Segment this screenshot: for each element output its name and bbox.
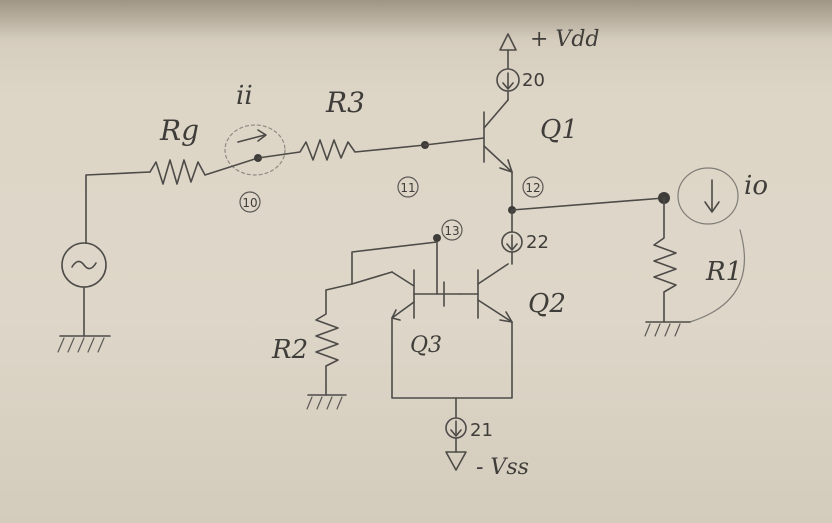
label-vdd: + Vdd bbox=[530, 27, 599, 52]
transistor-q1 bbox=[424, 99, 513, 173]
current-source-21 bbox=[445, 417, 467, 453]
label-ii: ii bbox=[236, 81, 253, 111]
node-12-marker: 12 bbox=[522, 176, 544, 198]
resistor-r3 bbox=[257, 139, 426, 161]
label-source-22: 22 bbox=[526, 232, 549, 253]
ground-symbol-source bbox=[57, 335, 111, 353]
label-r3: R3 bbox=[325, 86, 365, 119]
node-10-marker: 10 bbox=[239, 191, 261, 213]
signal-source bbox=[61, 171, 151, 337]
label-vss: - Vss bbox=[476, 455, 529, 480]
label-q3: Q3 bbox=[410, 333, 442, 358]
current-source-20 bbox=[496, 68, 520, 101]
wire-output bbox=[511, 197, 665, 211]
node-11-label: 11 bbox=[400, 181, 415, 195]
label-source-20: 20 bbox=[522, 70, 545, 91]
resistor-r2 bbox=[315, 271, 393, 396]
input-current-arrow bbox=[224, 124, 286, 176]
label-rg: Rg bbox=[159, 114, 199, 147]
vdd-supply bbox=[499, 33, 517, 69]
label-io: io bbox=[744, 171, 768, 201]
current-source-22 bbox=[501, 209, 523, 265]
node-13-label: 13 bbox=[444, 224, 459, 238]
transistor-q2 bbox=[459, 263, 513, 323]
node-13-dot bbox=[433, 234, 441, 242]
label-r1: R1 bbox=[705, 257, 742, 287]
paper-top-shadow bbox=[0, 0, 832, 40]
transistor-q3 bbox=[391, 269, 461, 321]
vss-supply bbox=[445, 451, 467, 471]
wire-emitter-loop bbox=[391, 317, 513, 399]
wire-q3-bias bbox=[351, 241, 438, 295]
node-12-label: 12 bbox=[525, 181, 540, 195]
label-source-21: 21 bbox=[470, 420, 493, 441]
node-10-label: 10 bbox=[242, 196, 257, 210]
label-q1: Q1 bbox=[540, 115, 578, 145]
node-11-marker: 11 bbox=[397, 176, 419, 198]
ground-symbol-r1 bbox=[644, 229, 745, 337]
resistor-rg bbox=[149, 157, 259, 185]
ground-symbol-r2 bbox=[306, 394, 347, 410]
label-r2: R2 bbox=[271, 335, 308, 365]
output-current-arrow bbox=[677, 167, 739, 225]
resistor-r1 bbox=[653, 197, 677, 323]
label-q2: Q2 bbox=[528, 289, 566, 319]
node-13-marker: 13 bbox=[441, 219, 463, 241]
